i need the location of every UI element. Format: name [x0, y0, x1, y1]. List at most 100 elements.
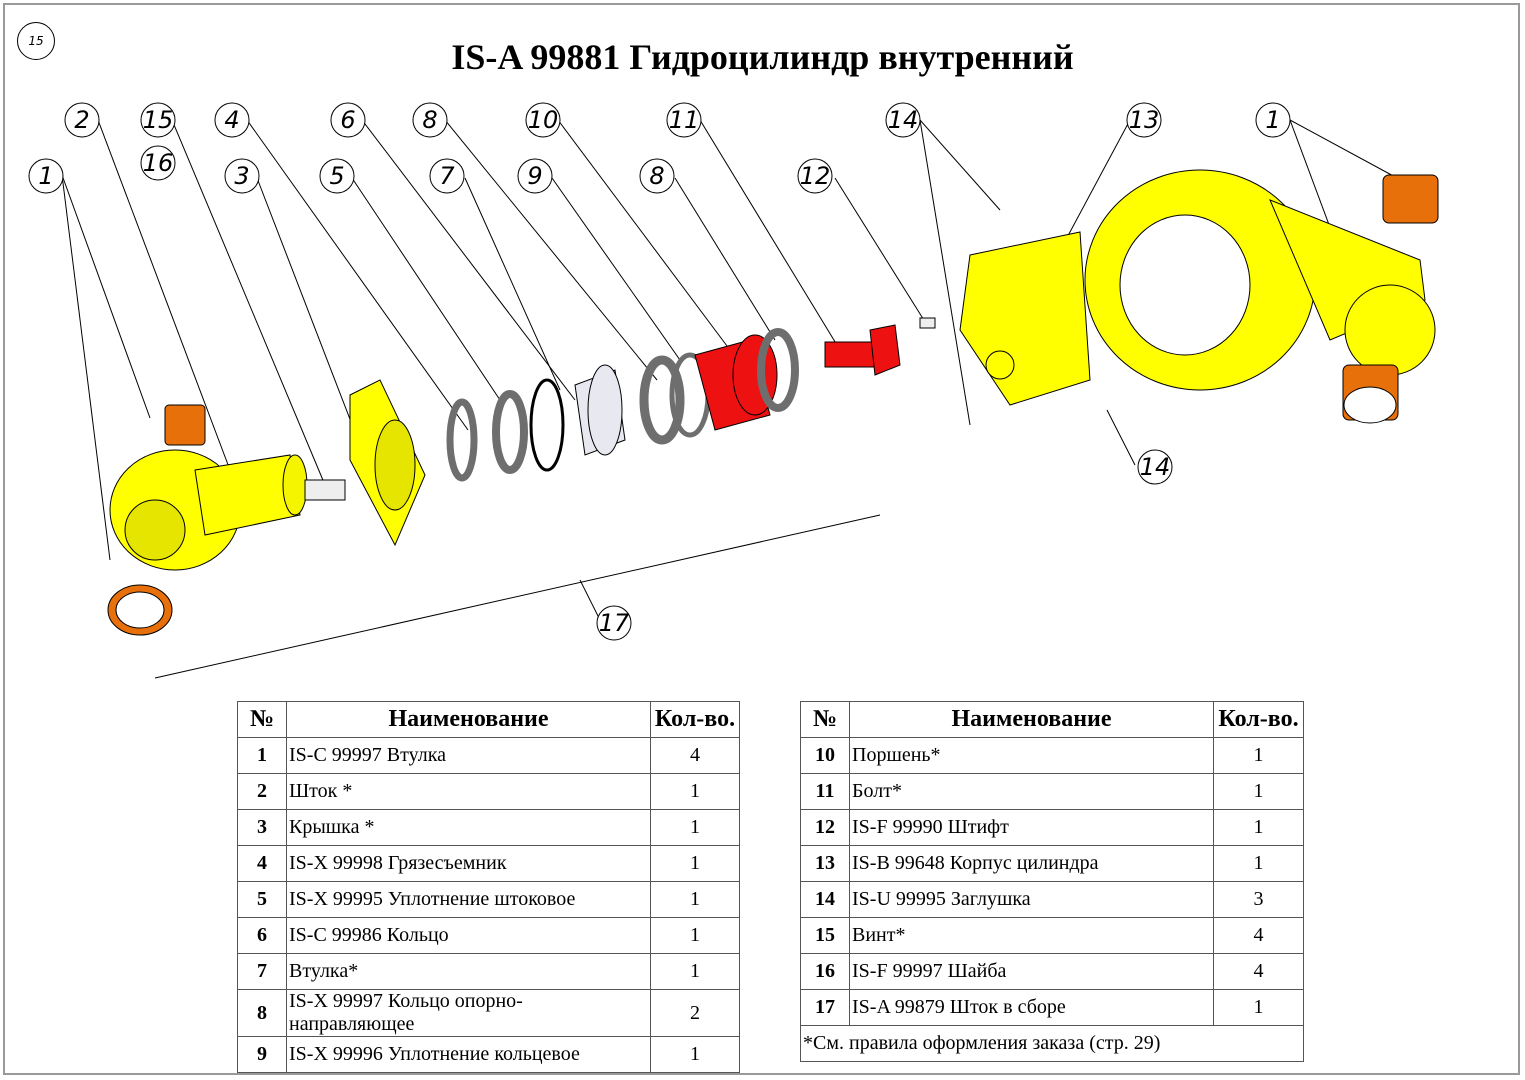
part-number: 7: [237, 953, 287, 990]
part-name: Болт*: [849, 773, 1214, 810]
balloon-label: 10: [528, 106, 559, 134]
part-qty: 1: [1213, 737, 1304, 774]
footnote: *См. правила оформления заказа (стр. 29): [800, 1025, 1304, 1062]
balloon-label: 2: [74, 106, 89, 134]
part-qty: 3: [1213, 881, 1304, 918]
seals: [446, 317, 936, 482]
balloon-circle: [639, 158, 675, 194]
part-qty: 1: [650, 1036, 740, 1073]
balloon-circle: [64, 102, 100, 138]
rod-eye-housing: [107, 404, 346, 636]
header-qty: Кол-во.: [1213, 701, 1304, 738]
part-name: Втулка*: [286, 953, 651, 990]
part-qty: 1: [650, 845, 740, 882]
balloon-label: 8: [422, 106, 437, 134]
part-name: Крышка *: [286, 809, 651, 846]
balloon-label: 3: [234, 162, 249, 190]
balloon-circle: [797, 158, 833, 194]
part-number: 17: [800, 989, 850, 1026]
part-name: Винт*: [849, 917, 1214, 954]
part-name: IS-X 99996 Уплотнение кольцевое: [286, 1036, 651, 1073]
header-no: №: [800, 701, 850, 738]
part-qty: 4: [1213, 953, 1304, 990]
balloon-label: 13: [1129, 106, 1160, 134]
balloon-label: 5: [329, 162, 344, 190]
balloon-label: 16: [143, 149, 174, 177]
balloon-label: 17: [599, 609, 630, 637]
part-number: 9: [237, 1036, 287, 1073]
balloon-label: 4: [224, 106, 239, 134]
balloon-label: 1: [1265, 106, 1280, 134]
part-number: 16: [800, 953, 850, 990]
part-name: Шток *: [286, 773, 651, 810]
part-name: IS-X 99995 Уплотнение штоковое: [286, 881, 651, 918]
balloon-label: 12: [800, 162, 831, 190]
balloon-circle: [140, 145, 176, 181]
part-number: 10: [800, 737, 850, 774]
header-name: Наименование: [286, 701, 651, 738]
part-name: IS-C 99997 Втулка: [286, 737, 651, 774]
part-number: 8: [237, 989, 287, 1037]
balloon-label: 14: [1140, 453, 1171, 481]
part-number: 3: [237, 809, 287, 846]
part-qty: 1: [650, 917, 740, 954]
pin: [304, 479, 346, 501]
header-qty: Кол-во.: [650, 701, 740, 738]
part-number: 12: [800, 809, 850, 846]
cylinder-housing: [959, 169, 1439, 424]
balloon-label: 8: [649, 162, 664, 190]
part-qty: 4: [1213, 917, 1304, 954]
balloon-label: 6: [340, 106, 355, 134]
balloon-circle: [319, 158, 355, 194]
balloon-label: 9: [527, 162, 542, 190]
balloon-circle: [517, 158, 553, 194]
part-qty: 4: [650, 737, 740, 774]
balloon-circle: [330, 102, 366, 138]
balloon-circle: [1126, 102, 1162, 138]
part-number: 13: [800, 845, 850, 882]
balloon-circle: [28, 158, 64, 194]
header-name: Наименование: [849, 701, 1214, 738]
part-qty: 1: [1213, 773, 1304, 810]
page-frame: [3, 3, 1520, 1075]
balloon-circle: [1137, 449, 1173, 485]
part-qty: 2: [650, 989, 740, 1037]
bushing-top: [164, 404, 206, 446]
part-qty: 1: [1213, 809, 1304, 846]
bushing-right-top: [1382, 174, 1439, 224]
rod: [194, 454, 301, 536]
part-qty: 1: [650, 881, 740, 918]
part-number: 6: [237, 917, 287, 954]
part-qty: 1: [650, 773, 740, 810]
header-no: №: [237, 701, 287, 738]
balloon-label: 1: [38, 162, 53, 190]
part-qty: 1: [1213, 845, 1304, 882]
part-number: 5: [237, 881, 287, 918]
balloon-label: 11: [669, 106, 700, 134]
part-qty: 1: [650, 809, 740, 846]
part-name: IS-X 99998 Грязесъемник: [286, 845, 651, 882]
part-number: 14: [800, 881, 850, 918]
part-number: 2: [237, 773, 287, 810]
part-name: IS-F 99997 Шайба: [849, 953, 1214, 990]
balloon-label: 15: [143, 106, 174, 134]
part-name: Поршень*: [849, 737, 1214, 774]
balloon-circle: [429, 158, 465, 194]
part-number: 4: [237, 845, 287, 882]
